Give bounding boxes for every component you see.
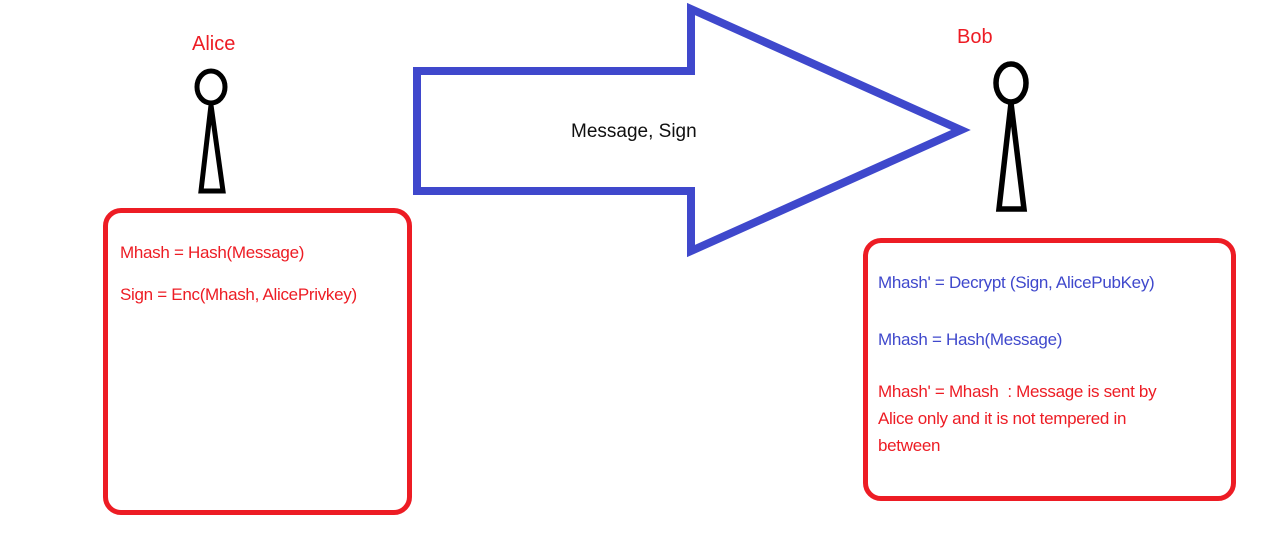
bob-note-line: Mhash' = Mhash : Message is sent by (878, 382, 1157, 401)
bob-note-line: Alice only and it is not tempered in (878, 409, 1127, 428)
alice-head (194, 68, 228, 106)
alice-note-line: Sign = Enc(Mhash, AlicePrivkey) (120, 285, 357, 304)
alice-note-box: Mhash = Hash(Message) Sign = Enc(Mhash, … (103, 208, 412, 515)
alice-label: Alice (192, 33, 236, 55)
message-arrow-outline (413, 2, 971, 258)
bob-note-box: Mhash' = Decrypt (Sign, AlicePubKey) Mha… (863, 238, 1236, 501)
bob-note-line: Mhash = Hash(Message) (878, 330, 1063, 349)
message-arrow-icon (413, 2, 971, 258)
arrow-label: Message, Sign (571, 121, 697, 142)
alice-note-line: Mhash = Hash(Message) (120, 243, 305, 262)
bob-label: Bob (957, 26, 993, 48)
bob-note-line: between (878, 436, 941, 455)
bob-note-conclusion: Mhash' = Mhash : Message is sent by Alic… (878, 378, 1227, 459)
bob-person-icon (993, 61, 1029, 212)
alice-body (198, 104, 226, 194)
alice-person-icon (194, 68, 228, 194)
bob-head (993, 61, 1029, 105)
bob-body (995, 102, 1028, 212)
bob-note-line: Mhash' = Decrypt (Sign, AlicePubKey) (878, 273, 1155, 292)
